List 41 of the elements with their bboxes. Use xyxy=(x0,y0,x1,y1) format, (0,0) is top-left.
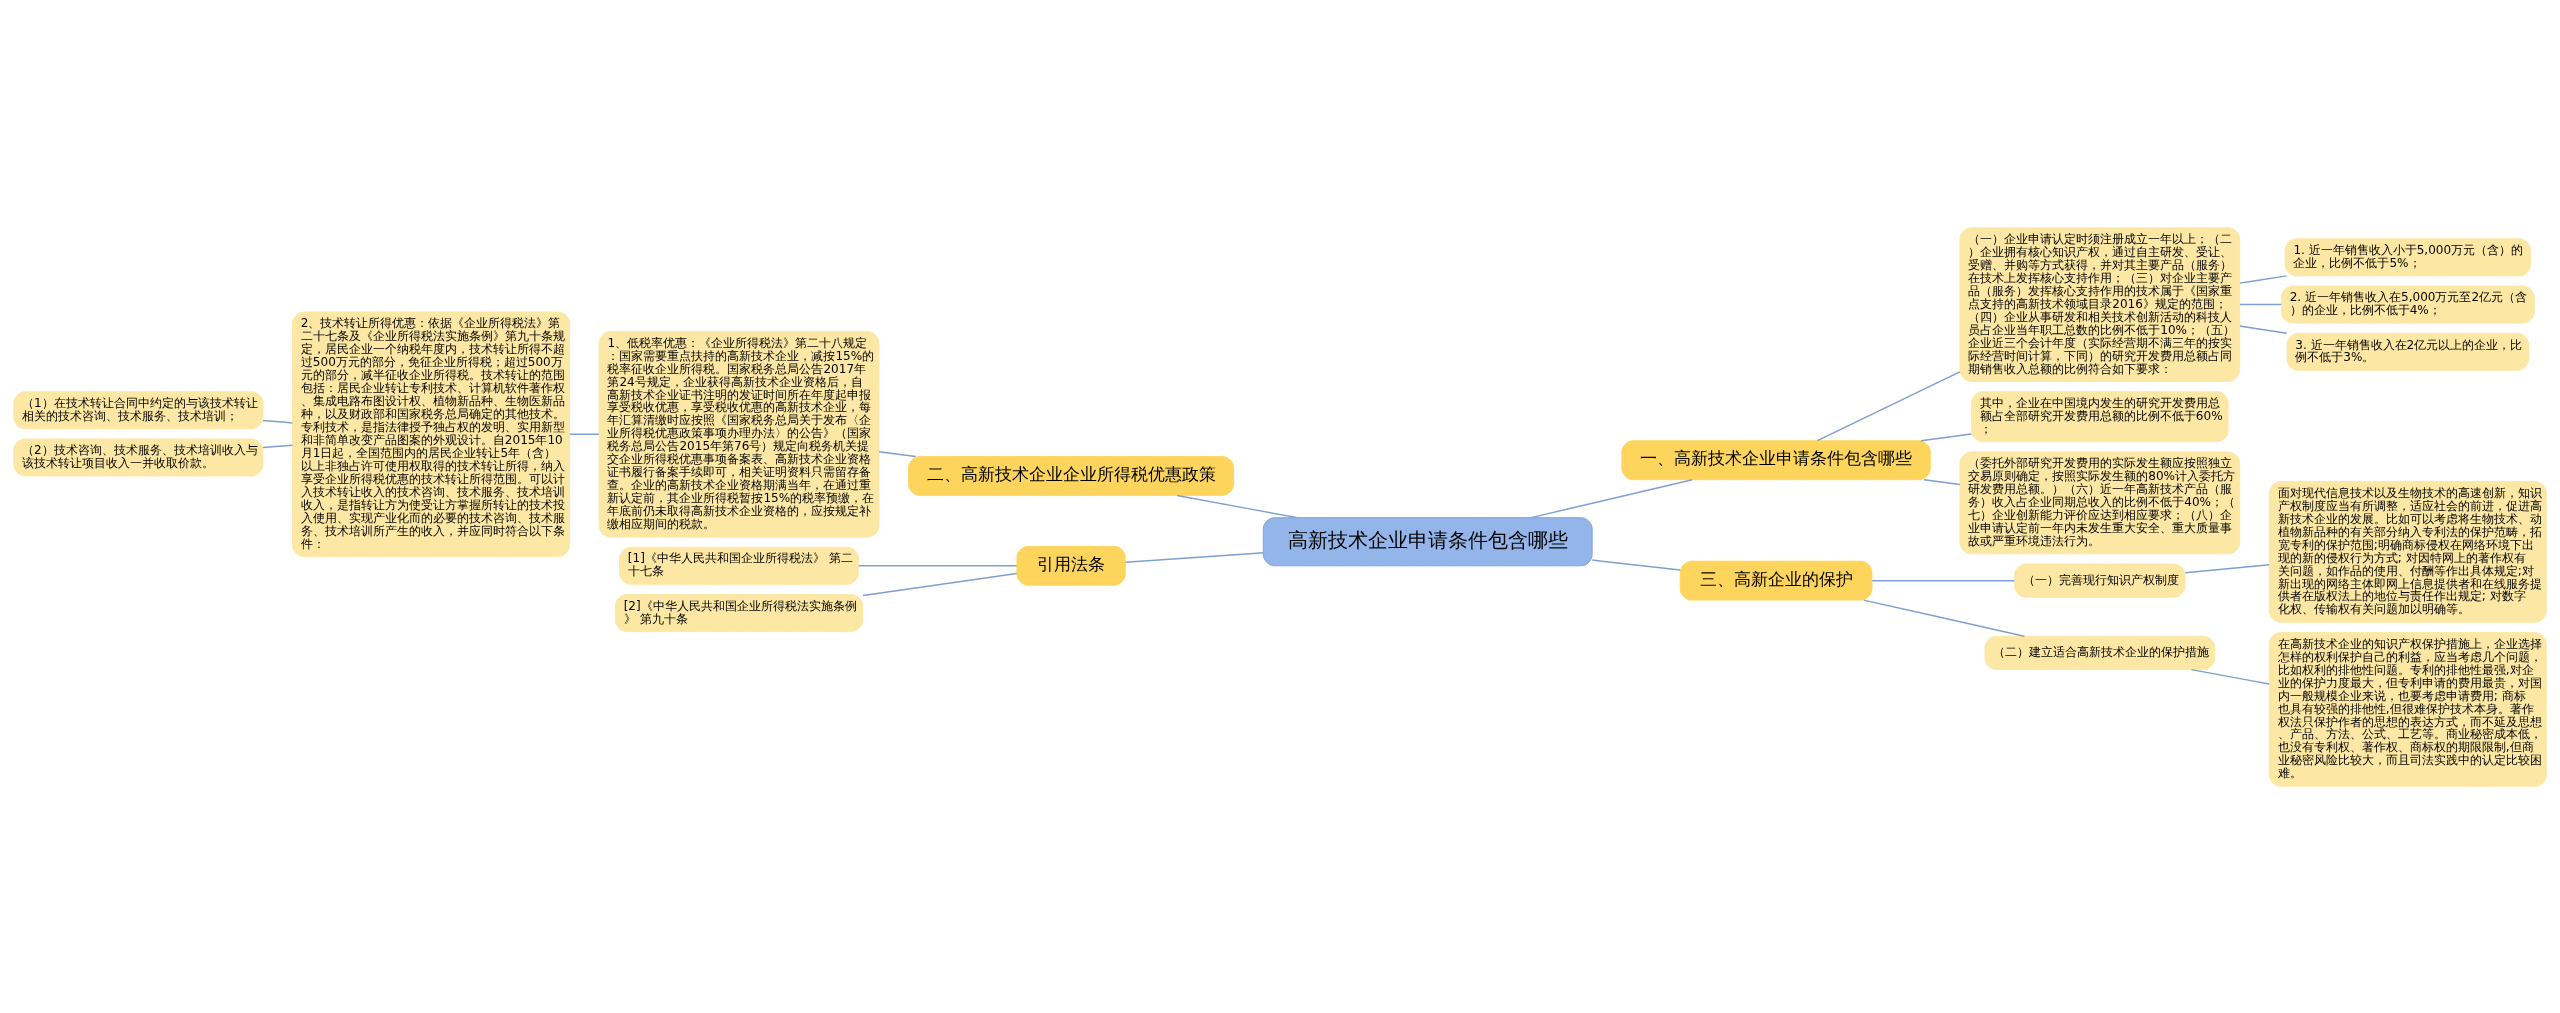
node-box: 3. 近一年销售收入在2亿元以上的企业，比例不低于3%。 xyxy=(2286,332,2530,371)
connector xyxy=(569,433,600,435)
node-box: 1. 近一年销售收入小于5,000万元（含）的企业，比例不低于5%； xyxy=(2284,237,2532,276)
node-box: 引用法条 xyxy=(1016,545,1126,586)
node-box: 二、高新技术企业企业所得税优惠政策 xyxy=(908,455,1235,496)
node-box: （一）企业申请认定时须注册成立一年以上；（二）企业拥有核心知识产权，通过自主研发、受让、受赠、并购等方式获得，并对其主要产品（服务）在技术上发挥核心支持作用；（三）对企业主要产品（服务）发挥核心支持作用的技术属于《国家重点支持的高新技术领域目录2016》规定的范围；（四）企业从事研发和相关技术创新活动的科技人员占企业当年职工总数的比例不低于10%；（五）企业近三个会计年度（实际经营期不满三年的按实际经营时间计算，下同）的研究开发费用总额占同期销售收入总额的比例符合如下要求： xyxy=(1959,226,2241,382)
connector xyxy=(2239,274,2288,284)
node-box: 2. 近一年销售收入在5,000万元至2亿元（含）的企业，比例不低于4%； xyxy=(2280,285,2535,324)
connector xyxy=(1923,478,1961,485)
connector xyxy=(262,419,294,424)
connector xyxy=(857,564,1018,567)
connector xyxy=(2190,668,2270,685)
node-box: 2、技术转让所得优惠：依据《企业所得税法》第二十七条及《企业所得税法实施条例》第九十条规定，居民企业一个纳税年度内，技术转让所得不超过500万元的部分，免征企业所得税；超过500万元的部分，减半征收企业所得税。技术转让的范围包括：居民企业转让专利技术、计算机软件著作权、集成电路布图设计权、植物新品种、生物医新品种，以及财政部和国家税务总局确定的其他技术。专利技术，是指法律授予独占权的发明、实用新型和非简单改变产品图案的外观设计。自2015年10月1日起，全国范围内的居民企业转让5年（含）以上非独占许可使用权取得的技术转让所得，纳入享受企业所得税优惠的技术转让所得范围。可以计入技术转让收入的技术咨询、技术服务、技术培训收入，是指转让方为使受让方掌握所转让的技术投入使用、实现产业化而的必要的技术咨询、技术服务、技术培训所产生的收入，并应同时符合以下条件： xyxy=(292,311,570,557)
connector xyxy=(1816,370,1961,441)
node-box: 一、高新技术企业申请条件包含哪些 xyxy=(1621,439,1931,480)
connector xyxy=(1124,551,1264,563)
node-box: 1、低税率优惠：《企业所得税法》第二十八规定：国家需要重点扶持的高新技术企业，减按15%的税率征收企业所得税。国家税务总局公告2017年第24号规定，企业获得高新技术企业资格后，自高新技术企业证书注明的发证时间所在年度起申报享受税收优惠，享受税收优惠的高新技术企业，每年汇算清缴时应按照《国家税务总局关于发布〈企业所得税优惠政策事项办理办法〉的公告》（国家税务总局公告2015年第76号）规定向税务机关提交企业所得税优惠事项备案表、高新技术企业资格证书履行备案手续即可，相关证明资料只需留存备查。企业的高新技术企业资格期满当年，在通过重新认定前，其企业所得税暂按15%的税率预缴，在年底前仍未取得高新技术企业资格的，应按规定补缴相应期间的税款。 xyxy=(598,330,880,538)
connector xyxy=(862,572,1018,596)
node-box: （一）完善现行知识产权制度 xyxy=(2014,563,2186,598)
node-box: 三、高新企业的保护 xyxy=(1679,560,1873,601)
node-box: （二）建立适合高新技术企业的保护措施 xyxy=(1984,635,2216,670)
node-box: （委托外部研究开发费用的实际发生额应按照独立交易原则确定，按照实际发生额的80%计入委托方研发费用总额。）（六）近一年高新技术产品（服务）收入占企业同期总收入的比例不低于40%；（七）企业创新能力评价应达到相应要求；（八）企业申请认定前一年内未发生重大安全、重大质量事故或严重环境违法行为。 xyxy=(1959,450,2241,554)
node-box: 高新技术企业申请条件包含哪些 xyxy=(1262,516,1593,566)
node-box: 在高新技术企业的知识产权保护措施上，企业选择怎样的权利保护自己的利益，应当考虑几个问题，比如权利的排他性问题。专利的排他性最强,对企业的保护力度最大，但专利申请的费用最贵，对国内一般规模企业来说，也要考虑申请费用; 商标也具有较强的排他性,但很难保护技术本身。著作权法只保护作者的思想的表达方式，而不延及思想、产品、方法、公式、工艺等。商业秘密成本低，也没有专利权、著作权、商标权的期限限制,但商业秘密风险比较大，而且司法实践中的认定比较困难。 xyxy=(2268,631,2547,787)
node-box: （1）在技术转让合同中约定的与该技术转让相关的技术咨询、技术服务、技术培训； xyxy=(13,390,264,429)
node-box: （2）技术咨询、技术服务、技术培训收入与该技术转让项目收入一并收取价款。 xyxy=(13,437,264,476)
connector xyxy=(2184,563,2270,573)
node-box: 其中，企业在中国境内发生的研究开发费用总额占全部研究开发费用总额的比例不低于60%； xyxy=(1971,390,2229,442)
connector xyxy=(1176,494,1298,518)
connector xyxy=(1591,558,1681,571)
connector xyxy=(262,444,294,448)
connector xyxy=(878,450,917,457)
connector xyxy=(2239,303,2282,305)
node-box: [2]《中华人民共和国企业所得税法实施条例》 第九十条 xyxy=(614,593,864,632)
connector xyxy=(1920,432,1973,441)
node-box: [1]《中华人民共和国企业所得税法》 第二十七条 xyxy=(619,546,859,585)
node-box: 面对现代信息技术以及生物技术的高速创新，知识产权制度应当有所调整，适应社会的前进，促进高新技术企业的发展。比如可以考虑将生物技术、动植物新品种的有关部分纳入专利法的保护范畴，拓宽专利的保护范围;明确商标侵权在网络环境下出现的新的侵权行为方式; 对因特网上的著作权有关问题，如作品的使用、付酬等作出具体规定;对新出现的网络主体即网上信息提供者和在线服务提供者在版权法上的地位与责任作出规定; 对数字化权、传输权有关问题加以明确等。 xyxy=(2268,480,2547,623)
connector xyxy=(1530,478,1694,518)
connector xyxy=(1862,598,2026,637)
connector xyxy=(2239,324,2288,334)
connector xyxy=(1871,579,2016,581)
